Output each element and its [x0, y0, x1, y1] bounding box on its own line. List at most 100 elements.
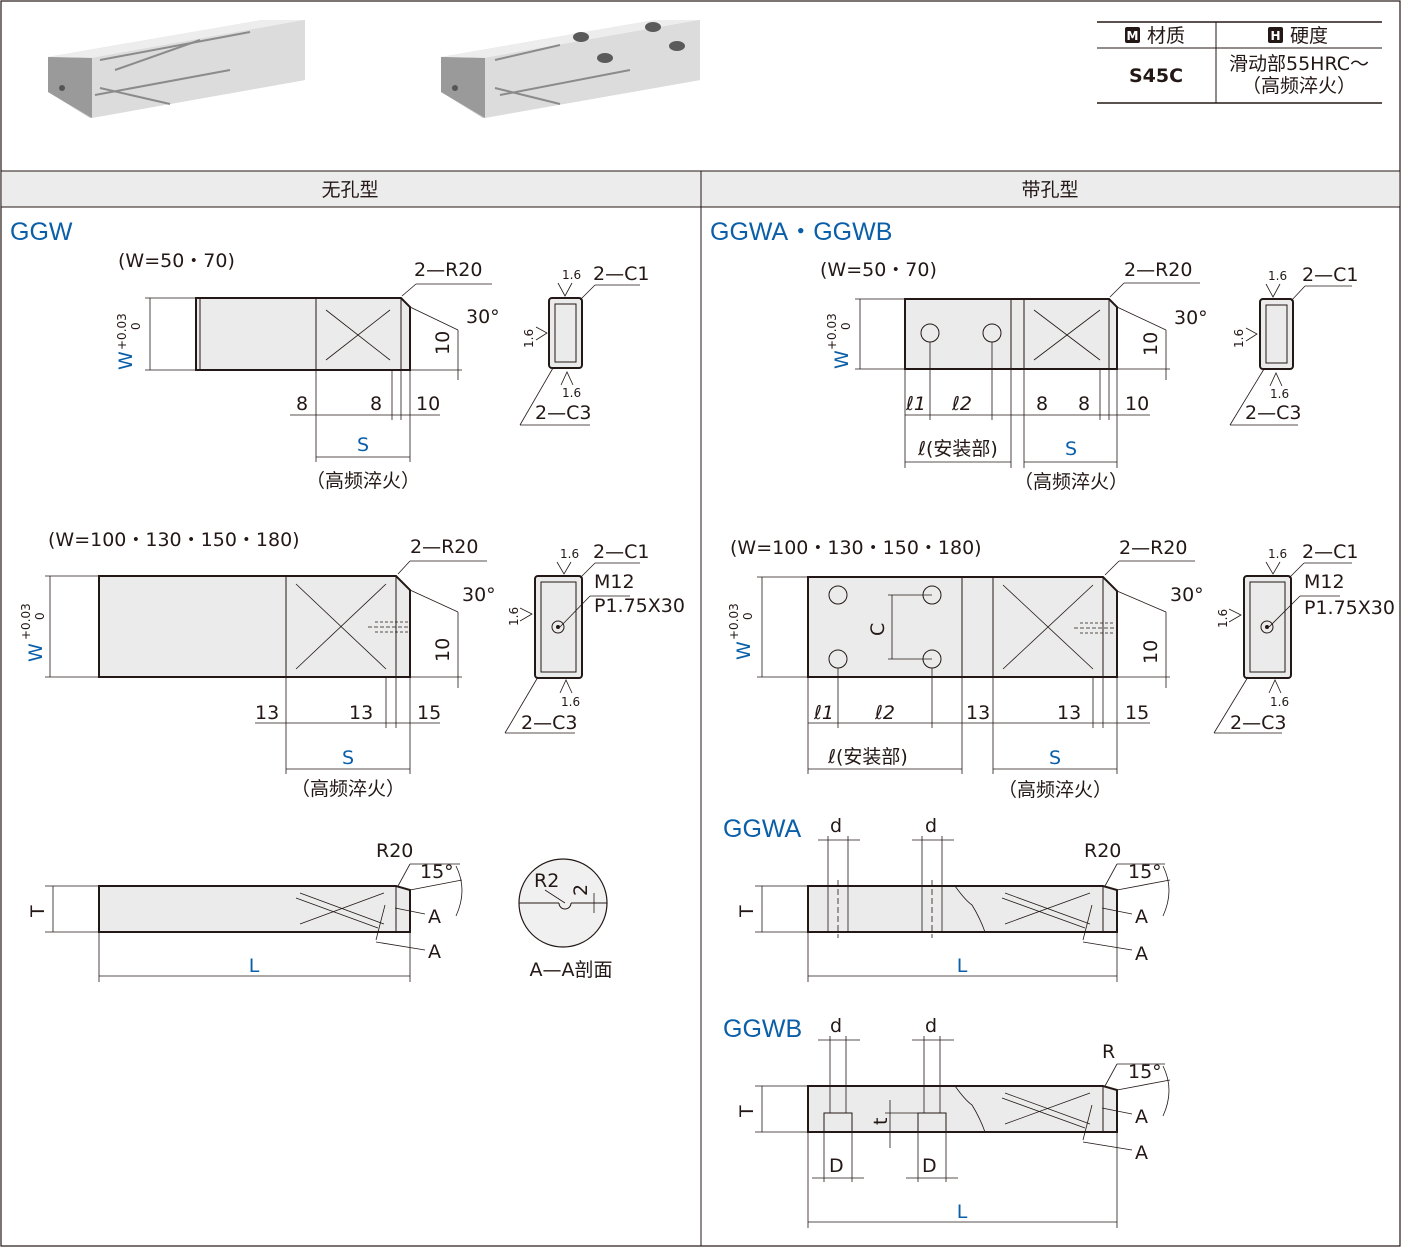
ggwa-small-l2: ℓ2	[951, 393, 972, 415]
ggw-large-dim-13a: 13	[255, 702, 279, 724]
ggw-small-dim-10v: 10	[432, 331, 454, 355]
ggw-large-roughness-top: 1.6	[560, 547, 579, 561]
ggw-large-dim-15: 15	[417, 702, 441, 724]
ggwa-side-angle: 15°	[1128, 861, 1162, 883]
ggwa-large-tol-plus: +0.03	[727, 603, 741, 640]
ggwa-small-w-label: W	[831, 350, 853, 369]
ggwb-side-a-upper: A	[1135, 1106, 1148, 1128]
ggwa-title: GGWA	[723, 815, 802, 843]
spec-table: M 材质 H 硬度 S45C 滑动部55HRC～ （高频淬火）	[1097, 21, 1382, 104]
ggwb-side-t-small: t	[870, 1118, 892, 1125]
section-a-a-detail: R2 2 A—A剖面	[518, 858, 613, 981]
ggwa-side-a-lower: A	[1135, 943, 1148, 965]
ggw-small-roughness-bottom: 1.6	[562, 386, 581, 400]
ggw-large-w-label: W	[25, 643, 47, 662]
ggwa-small-angle: 30°	[1174, 307, 1208, 329]
ggw-large-hardened: （高频淬火）	[291, 778, 405, 800]
ggw-small-dim-8a: 8	[296, 393, 308, 415]
ggwa-small-s-label: S	[1065, 438, 1077, 460]
ggwa-large-c3: 2—C3	[1230, 712, 1286, 734]
ggw-large-w-range: (W=100・130・150・180)	[48, 529, 300, 551]
ggwa-side-t-label: T	[736, 905, 758, 918]
ggw-large-c3: 2—C3	[521, 712, 577, 734]
ggwb-side-d-left: d	[830, 1015, 842, 1037]
ggwa-side-l-label: L	[957, 955, 968, 977]
ggwa-large-roughness-top: 1.6	[1268, 547, 1287, 561]
hardness-header: 硬度	[1290, 25, 1328, 47]
ggw-large-s-label: S	[342, 747, 354, 769]
ggwa-small-roughness-top: 1.6	[1268, 269, 1287, 283]
ggw-side-view: T L R20 15° A A	[27, 840, 463, 982]
ggw-small-roughness-top: 1.6	[562, 268, 581, 282]
ggwa-small-end-view: 1.6 2—C1 1.6 1.6 2—C3	[1229, 264, 1358, 426]
ggw-side-angle: 15°	[420, 861, 454, 883]
ggwa-side-view: d d T L R20 15° A A	[736, 815, 1171, 982]
ggwa-small-dim-8b: 8	[1078, 393, 1090, 415]
ggwa-large-mount: ℓ(安装部)	[827, 746, 908, 768]
ggwa-small-dim-10: 10	[1125, 393, 1149, 415]
product-photo-with-hole	[441, 20, 700, 118]
ggwa-large-angle: 30°	[1170, 584, 1204, 606]
ggwa-small-roughness-bottom: 1.6	[1270, 387, 1289, 401]
ggwb-side-D-right: D	[922, 1155, 937, 1177]
ggwa-large-dim-10v: 10	[1140, 640, 1162, 664]
ggw-side-l-label: L	[249, 955, 260, 977]
ggwa-large-l2: ℓ2	[874, 702, 895, 724]
ggwa-large-dim-13a: 13	[966, 702, 990, 724]
ggwa-large-dim-15: 15	[1125, 702, 1149, 724]
ggw-small-w-range: (W=50・70)	[118, 250, 235, 272]
ggwa-small-dim-10v: 10	[1140, 332, 1162, 356]
ggwa-small-roughness-side: 1.6	[1232, 329, 1246, 348]
ggwa-small-tol-zero: 0	[839, 322, 853, 330]
ggwa-large-dim-13b: 13	[1057, 702, 1081, 724]
material-badge: M	[1127, 29, 1139, 43]
hardness-line-2: （高频淬火）	[1242, 75, 1356, 97]
ggw-small-s-label: S	[357, 434, 369, 456]
ggw-large-c1: 2—C1	[593, 541, 649, 563]
ggw-small-r20: 2—R20	[414, 259, 482, 281]
ggw-small-end-view: 1.6 2—C1 1.6 1.6 2—C3	[519, 263, 649, 426]
ggwa-small-c3: 2—C3	[1245, 402, 1301, 424]
ggw-small-roughness-side: 1.6	[522, 329, 536, 348]
ggw-large-end-view: 1.6 2—C1 M12 P1.75X30 1.6 1.6 2—C3	[504, 541, 685, 734]
ggwa-small-r20: 2—R20	[1124, 259, 1192, 281]
ggw-large-dim-10v: 10	[432, 638, 454, 662]
product-photo-no-hole	[48, 20, 305, 118]
ggw-small-c3: 2—C3	[535, 402, 591, 424]
ggw-side-r20: R20	[376, 840, 413, 862]
ggw-small-tol-zero: 0	[129, 322, 143, 330]
ggwa-small-mount: ℓ(安装部)	[917, 438, 998, 460]
ggw-small-plan-view: (W=50・70) W +0.03 0 2—R20 30° 10 8 8 10 …	[115, 250, 500, 492]
ggwb-side-D-left: D	[829, 1155, 844, 1177]
ggwa-large-roughness-bottom: 1.6	[1270, 695, 1289, 709]
ggwb-side-d-right: d	[925, 1015, 937, 1037]
ggwa-side-d-right: d	[925, 815, 937, 837]
ggwa-large-end-view: 1.6 2—C1 M12 P1.75X30 1.6 1.6 2—C3	[1213, 541, 1395, 734]
ggwa-large-w-label: W	[733, 641, 755, 660]
with-hole-header: 带孔型	[1021, 179, 1078, 201]
ggwa-ggwb-title: GGWA・GGWB	[710, 218, 892, 246]
ggwb-side-r: R	[1102, 1041, 1115, 1063]
ggwa-large-roughness-side: 1.6	[1216, 609, 1230, 628]
ggw-large-m12: M12	[594, 571, 635, 593]
material-header: 材质	[1147, 25, 1185, 47]
ggw-large-tol-zero: 0	[33, 612, 47, 620]
ggwa-small-w-range: (W=50・70)	[820, 259, 937, 281]
ggwa-small-hardened: （高频淬火）	[1014, 471, 1128, 493]
hardness-badge: H	[1270, 29, 1280, 43]
ggwa-side-d-left: d	[830, 815, 842, 837]
section-aa-label: A—A剖面	[530, 959, 613, 981]
hardness-line-1: 滑动部55HRC～	[1229, 53, 1369, 75]
ggw-small-w-label: W	[115, 351, 137, 370]
ggwa-large-pitch: P1.75X30	[1304, 597, 1395, 619]
ggw-large-r20: 2—R20	[410, 536, 478, 558]
section-2: 2	[570, 884, 592, 896]
ggw-large-tol-plus: +0.03	[19, 603, 33, 640]
ggwa-small-l1: ℓ1	[905, 393, 926, 415]
ggwa-side-a-upper: A	[1135, 906, 1148, 928]
ggw-large-roughness-side: 1.6	[507, 607, 521, 626]
ggwb-side-a-lower: A	[1135, 1142, 1148, 1164]
ggwb-title: GGWB	[723, 1015, 802, 1043]
ggwa-large-hardened: （高频淬火）	[998, 779, 1112, 801]
